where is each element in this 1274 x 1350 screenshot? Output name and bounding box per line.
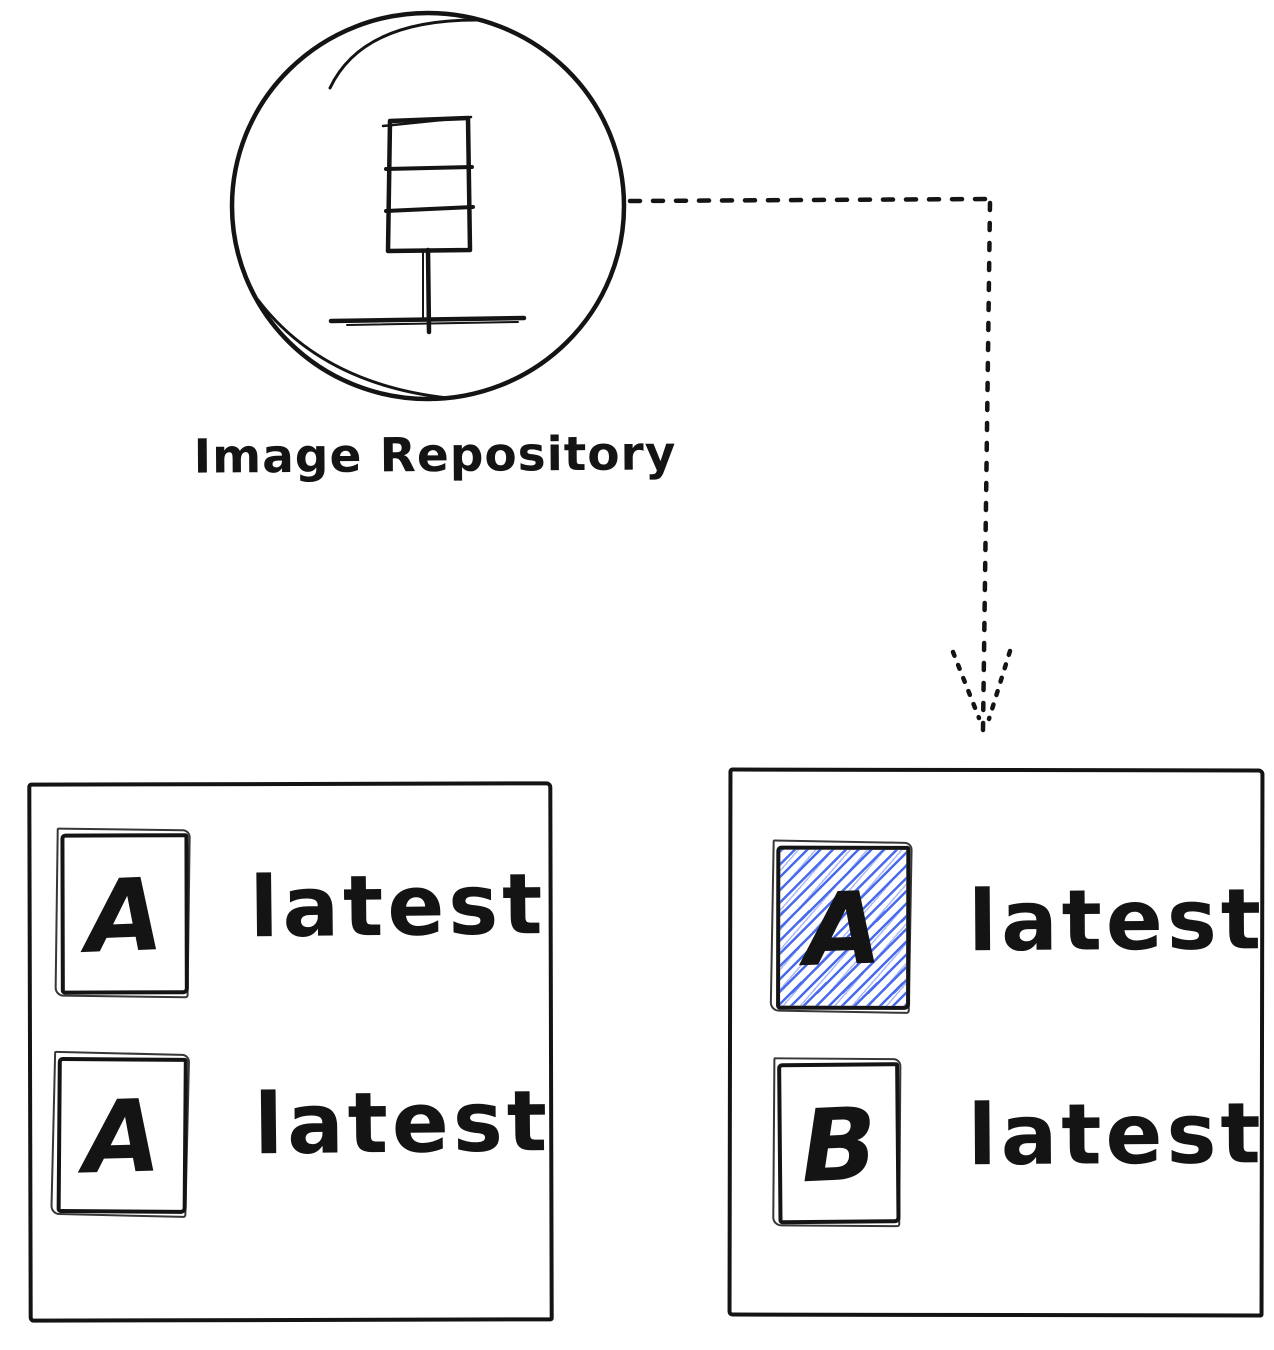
- left-image-tag-2: latest: [253, 1072, 552, 1174]
- left-image-letter-1: A: [83, 855, 166, 976]
- right-image-tile-2: B: [777, 1062, 901, 1225]
- right-image-tag-2: latest: [967, 1084, 1265, 1185]
- right-image-tag-1: latest: [967, 870, 1266, 971]
- right-environment-box: A latest B latest: [727, 767, 1266, 1318]
- right-image-letter-1: A: [802, 869, 884, 989]
- left-image-tag-1: latest: [249, 855, 547, 957]
- image-repository-label: Image Repository: [193, 426, 677, 485]
- left-image-letter-2: A: [81, 1077, 163, 1197]
- left-image-tile-2: A: [56, 1056, 188, 1214]
- arrowhead-down-icon: [950, 648, 1013, 722]
- left-image-tile-1: A: [60, 833, 189, 995]
- dashed-arrow-connector: [627, 196, 1013, 733]
- server-icon: [328, 115, 527, 335]
- left-environment-box: A latest A latest: [27, 781, 554, 1323]
- image-repository-node: [229, 10, 627, 402]
- right-image-letter-2: B: [798, 1084, 880, 1205]
- right-image-tile-highlighted: A: [776, 845, 911, 1010]
